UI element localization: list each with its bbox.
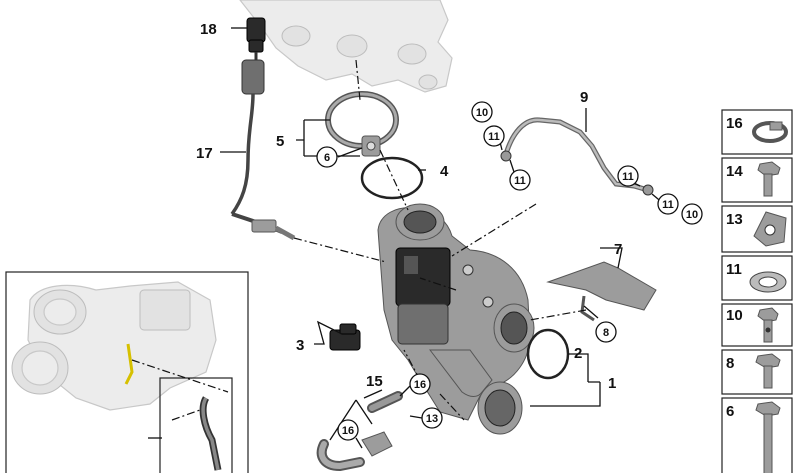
banjo-bolt-icon (757, 307, 779, 343)
svg-text:11: 11 (726, 261, 742, 278)
legend-item-6: 6 (721, 397, 793, 473)
leader-lines (220, 27, 665, 449)
svg-text:6: 6 (726, 403, 734, 420)
svg-text:10: 10 (726, 307, 743, 324)
svg-text:6: 6 (324, 152, 330, 164)
callout-3: 3 (296, 337, 304, 354)
svg-text:16: 16 (726, 115, 743, 132)
hardware-legend: 16 14 13 11 (721, 109, 793, 473)
coolant-pipe-assembly (316, 391, 403, 472)
legend-item-10: 10 (721, 303, 793, 347)
circled-callout-10-bottom: 10 (681, 203, 703, 225)
circled-callout-8: 8 (595, 321, 617, 343)
svg-text:16: 16 (342, 425, 354, 437)
svg-text:14: 14 (726, 163, 743, 180)
callout-17: 17 (196, 145, 213, 162)
bolt-icon (757, 161, 781, 197)
oil-feed-line (500, 117, 654, 196)
gasket-ring (360, 156, 424, 200)
circled-callout-11-top: 11 (483, 125, 505, 147)
legend-item-8: 8 (721, 349, 793, 395)
callout-5: 5 (276, 133, 284, 150)
long-bolt-icon (755, 401, 781, 473)
svg-text:11: 11 (514, 175, 526, 187)
circled-callout-13: 13 (421, 407, 443, 429)
svg-text:8: 8 (603, 327, 609, 339)
callout-9: 9 (580, 89, 588, 106)
svg-text:8: 8 (726, 355, 734, 372)
circled-callout-10-top: 10 (471, 101, 493, 123)
svg-text:13: 13 (726, 211, 743, 228)
legend-item-14: 14 (721, 157, 793, 203)
callout-2: 2 (574, 345, 582, 362)
circled-callout-6: 6 (316, 146, 338, 168)
v-band-clamp (325, 91, 399, 157)
circled-callout-11-right: 11 (617, 165, 639, 187)
legend-item-13: 13 (721, 205, 793, 253)
svg-text:10: 10 (476, 107, 488, 119)
wiring-connector (329, 323, 361, 351)
circled-callout-11-mid: 11 (509, 169, 531, 191)
svg-text:16: 16 (414, 379, 426, 391)
circled-callout-11-bottom: 11 (657, 193, 679, 215)
compressor-gasket-ring (526, 328, 570, 380)
callout-18: 18 (200, 21, 217, 38)
callout-4: 4 (440, 163, 449, 180)
callout-7: 7 (614, 241, 622, 258)
callout-15: 15 (366, 373, 383, 390)
turbocharger-body (377, 203, 535, 435)
svg-text:13: 13 (426, 413, 438, 425)
heat-shield (546, 261, 657, 311)
circled-callout-16-right: 16 (409, 373, 431, 395)
svg-text:11: 11 (622, 171, 634, 183)
assembly-lines (293, 59, 587, 421)
exhaust-manifold (239, 0, 453, 93)
svg-text:10: 10 (686, 209, 698, 221)
hose-clamp-icon (752, 121, 788, 143)
hex-bolt-icon (755, 353, 781, 389)
legend-item-11: 11 (721, 255, 793, 301)
oxygen-sensor-assembly (230, 17, 296, 241)
svg-text:11: 11 (662, 199, 674, 211)
legend-item-16: 16 (721, 109, 793, 155)
circled-callout-16-left: 16 (337, 419, 359, 441)
flange-gasket-icon (753, 211, 787, 247)
inset-panel (5, 271, 249, 473)
svg-text:11: 11 (488, 131, 500, 143)
sealing-ring-icon (749, 271, 787, 293)
callout-1: 1 (608, 375, 616, 392)
